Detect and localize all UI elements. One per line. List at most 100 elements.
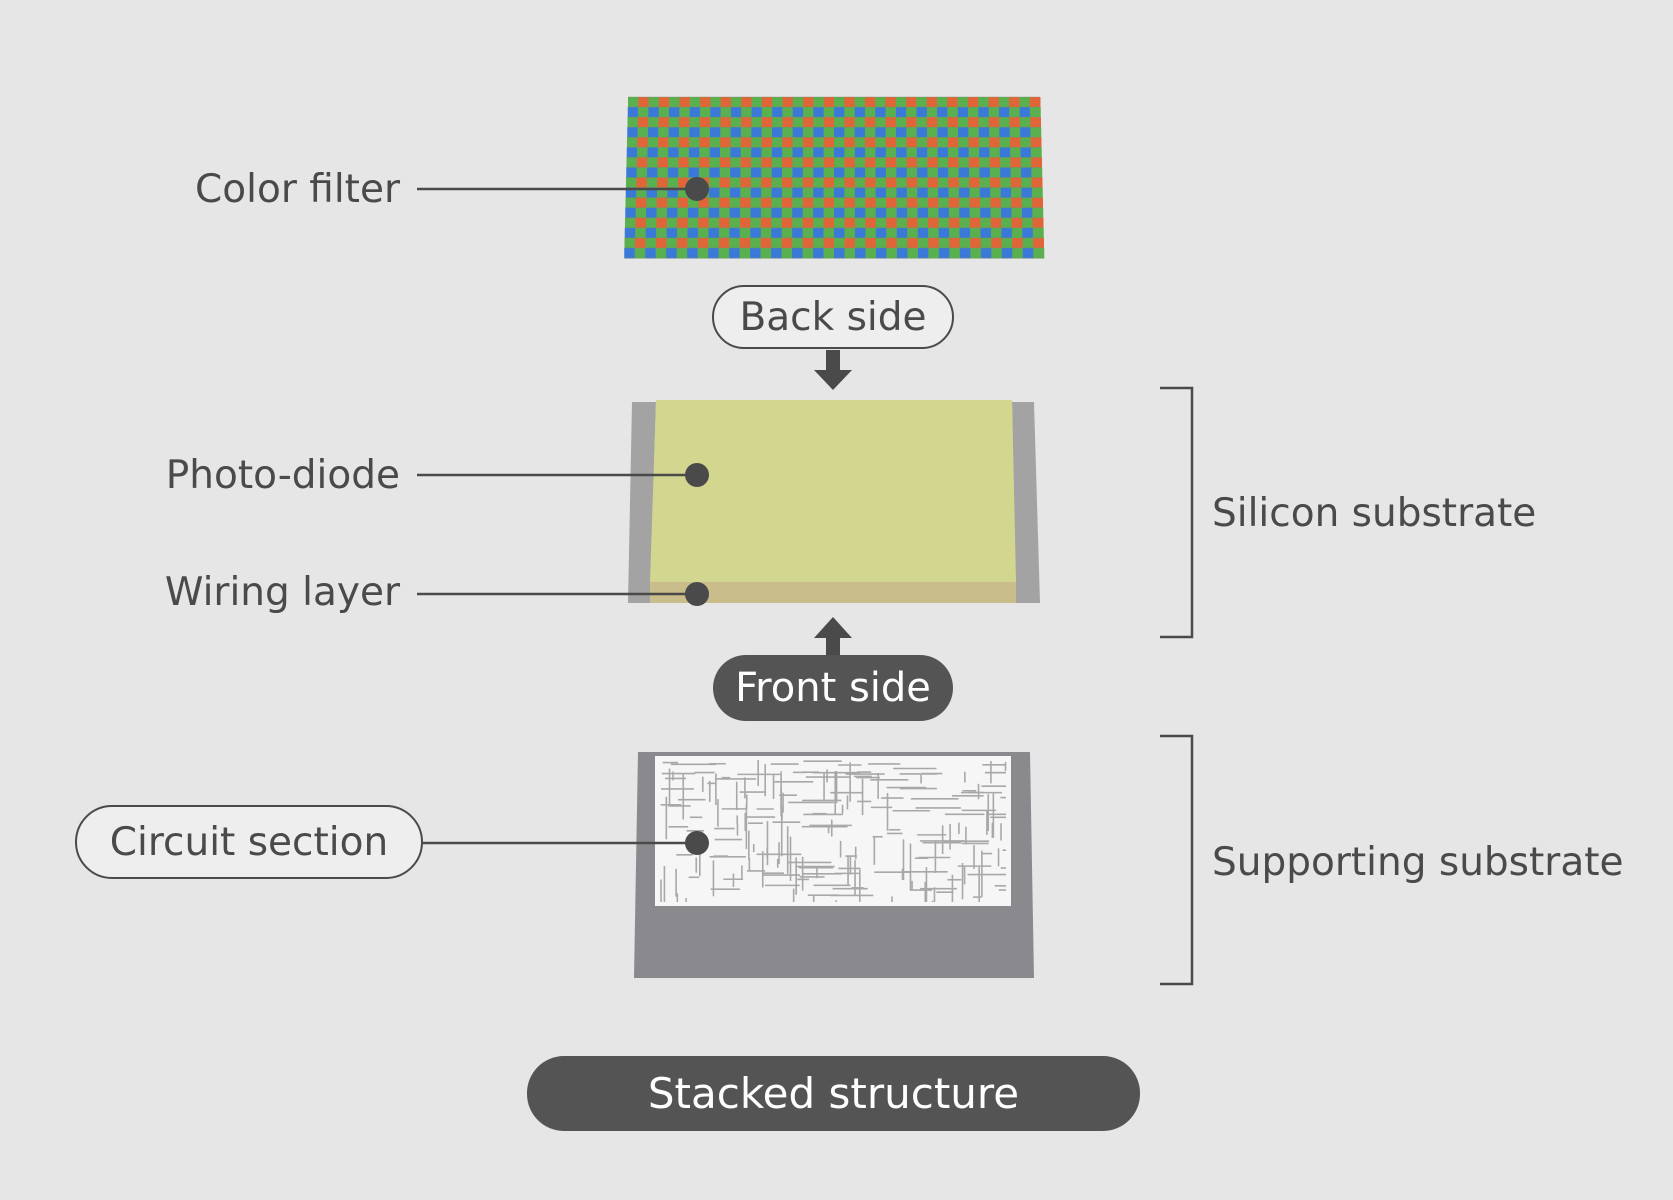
filter-cell <box>917 177 929 189</box>
filter-cell <box>627 127 639 138</box>
filter-cell <box>834 137 845 148</box>
filter-cell <box>802 157 814 168</box>
filter-cell <box>771 207 783 219</box>
filter-cell <box>813 207 825 219</box>
filter-cell <box>669 97 680 108</box>
filter-cell <box>958 187 970 199</box>
filter-cell <box>688 167 700 178</box>
filter-cell <box>937 107 948 118</box>
filter-cell <box>947 137 959 148</box>
filter-cell <box>647 137 659 148</box>
filter-cell <box>1019 107 1031 118</box>
filter-cell <box>740 187 752 199</box>
filter-cell <box>730 147 742 158</box>
filter-cell <box>792 167 804 178</box>
filter-cell <box>771 227 783 239</box>
filter-cell <box>740 207 751 219</box>
filter-cell <box>637 127 649 138</box>
filter-cell <box>958 127 969 138</box>
filter-cell <box>637 147 648 158</box>
filter-cell <box>1032 217 1044 229</box>
filter-cell <box>1001 247 1013 259</box>
filter-cell <box>771 137 783 148</box>
filter-cell <box>813 217 825 229</box>
filter-cell <box>1020 147 1032 158</box>
filter-cell <box>886 217 898 229</box>
filter-cell <box>886 237 898 249</box>
filter-cell <box>708 247 720 259</box>
filter-cell <box>679 117 690 128</box>
filter-cell <box>928 237 940 249</box>
filter-cell <box>719 197 731 209</box>
filter-cell <box>896 137 907 148</box>
filter-cell <box>718 237 730 249</box>
filter-cell <box>645 247 657 259</box>
circuit-section-dot <box>685 831 709 855</box>
filter-cell <box>636 167 648 178</box>
filter-cell <box>646 187 658 199</box>
leader-lines <box>417 177 709 855</box>
filter-cell <box>1032 227 1044 239</box>
filter-cell <box>782 177 793 189</box>
filter-cell <box>655 237 667 249</box>
filter-cell <box>647 127 659 138</box>
filter-cell <box>761 187 773 199</box>
filter-cell <box>1022 227 1034 239</box>
filter-cell <box>1032 197 1044 209</box>
filter-cell <box>834 207 845 219</box>
filter-cell <box>937 137 949 148</box>
filter-cell <box>948 177 960 189</box>
filter-cell <box>885 97 897 108</box>
filter-cell <box>813 137 825 148</box>
filter-cell <box>907 237 919 249</box>
filter-cell <box>926 107 938 118</box>
filter-cell <box>1022 237 1034 249</box>
filter-cell <box>740 177 752 189</box>
filter-cell <box>638 97 650 108</box>
left-frame <box>628 402 656 603</box>
filter-cell <box>1033 247 1045 259</box>
filter-cell <box>1012 247 1024 259</box>
filter-cell <box>771 197 783 209</box>
filter-cell <box>802 197 814 209</box>
filter-cell <box>844 127 856 138</box>
filter-cell <box>980 237 992 249</box>
filter-cell <box>781 187 793 199</box>
filter-cell <box>1029 107 1041 118</box>
filter-cell <box>958 137 970 148</box>
filter-cell <box>656 187 668 199</box>
filter-cell <box>679 107 691 118</box>
filter-cell <box>710 117 721 128</box>
filter-cell <box>896 147 908 158</box>
filter-cell <box>782 127 794 138</box>
filter-cell <box>781 207 793 219</box>
filter-cell <box>678 127 690 138</box>
filter-cell <box>896 197 908 209</box>
filter-cell <box>927 207 939 219</box>
filter-cell <box>947 127 959 138</box>
filter-cell <box>657 147 669 158</box>
filter-cell <box>968 157 980 168</box>
filter-cell <box>634 247 646 259</box>
filter-cell <box>854 197 866 209</box>
filter-cell <box>854 247 866 259</box>
filter-cell <box>699 107 711 118</box>
filter-cell <box>865 157 877 168</box>
filter-cell <box>927 197 939 209</box>
filter-cell <box>1011 187 1022 199</box>
filter-cell <box>792 207 804 219</box>
filter-cell <box>844 107 856 118</box>
filter-cell <box>958 147 970 158</box>
filter-cell <box>730 137 742 148</box>
filter-cell <box>803 97 814 108</box>
filter-cell <box>928 247 940 259</box>
filter-cell <box>761 147 773 158</box>
filter-cell <box>638 107 649 118</box>
filter-cell <box>834 187 845 199</box>
filter-cell <box>813 117 825 128</box>
filter-cell <box>792 227 804 239</box>
filter-cell <box>750 197 762 209</box>
filter-cell <box>948 157 960 168</box>
filter-cell <box>926 97 938 108</box>
filter-cell <box>813 187 825 199</box>
